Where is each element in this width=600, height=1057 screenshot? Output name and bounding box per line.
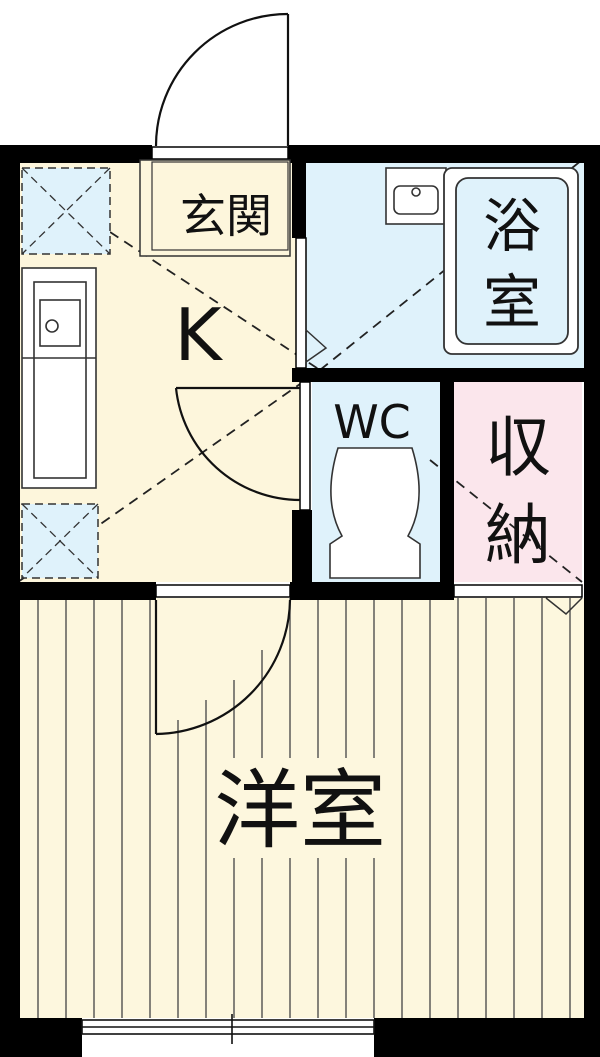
western-room-label-bg (210, 758, 390, 858)
kitchen-label: K (174, 293, 223, 377)
opening-edges (151, 146, 583, 598)
washbasin (385, 167, 447, 225)
cupboard-cross-lines (21, 167, 111, 579)
genkan-label: 玄関 (180, 189, 272, 243)
storage-label-line2: 納 (485, 497, 551, 574)
window (81, 1014, 375, 1044)
genkan-inner (151, 161, 289, 251)
bath-label-line2: 室 (483, 268, 541, 336)
toilet (329, 447, 421, 579)
walls (0, 145, 600, 1057)
western-door (154, 599, 292, 736)
storage-door (545, 597, 583, 616)
storage-floor (454, 382, 582, 582)
bath-label-line1: 浴 (483, 192, 541, 260)
bath-door-mark (305, 329, 328, 363)
kitchen-door (174, 386, 301, 502)
bathtub (443, 167, 579, 355)
western-room-label: 洋室 (214, 761, 386, 861)
genkan-step (139, 159, 291, 257)
kitchen-counter (21, 267, 97, 489)
wc-label: WC (333, 395, 411, 449)
entrance-door (154, 12, 290, 147)
storage-label-line1: 収 (485, 409, 551, 486)
